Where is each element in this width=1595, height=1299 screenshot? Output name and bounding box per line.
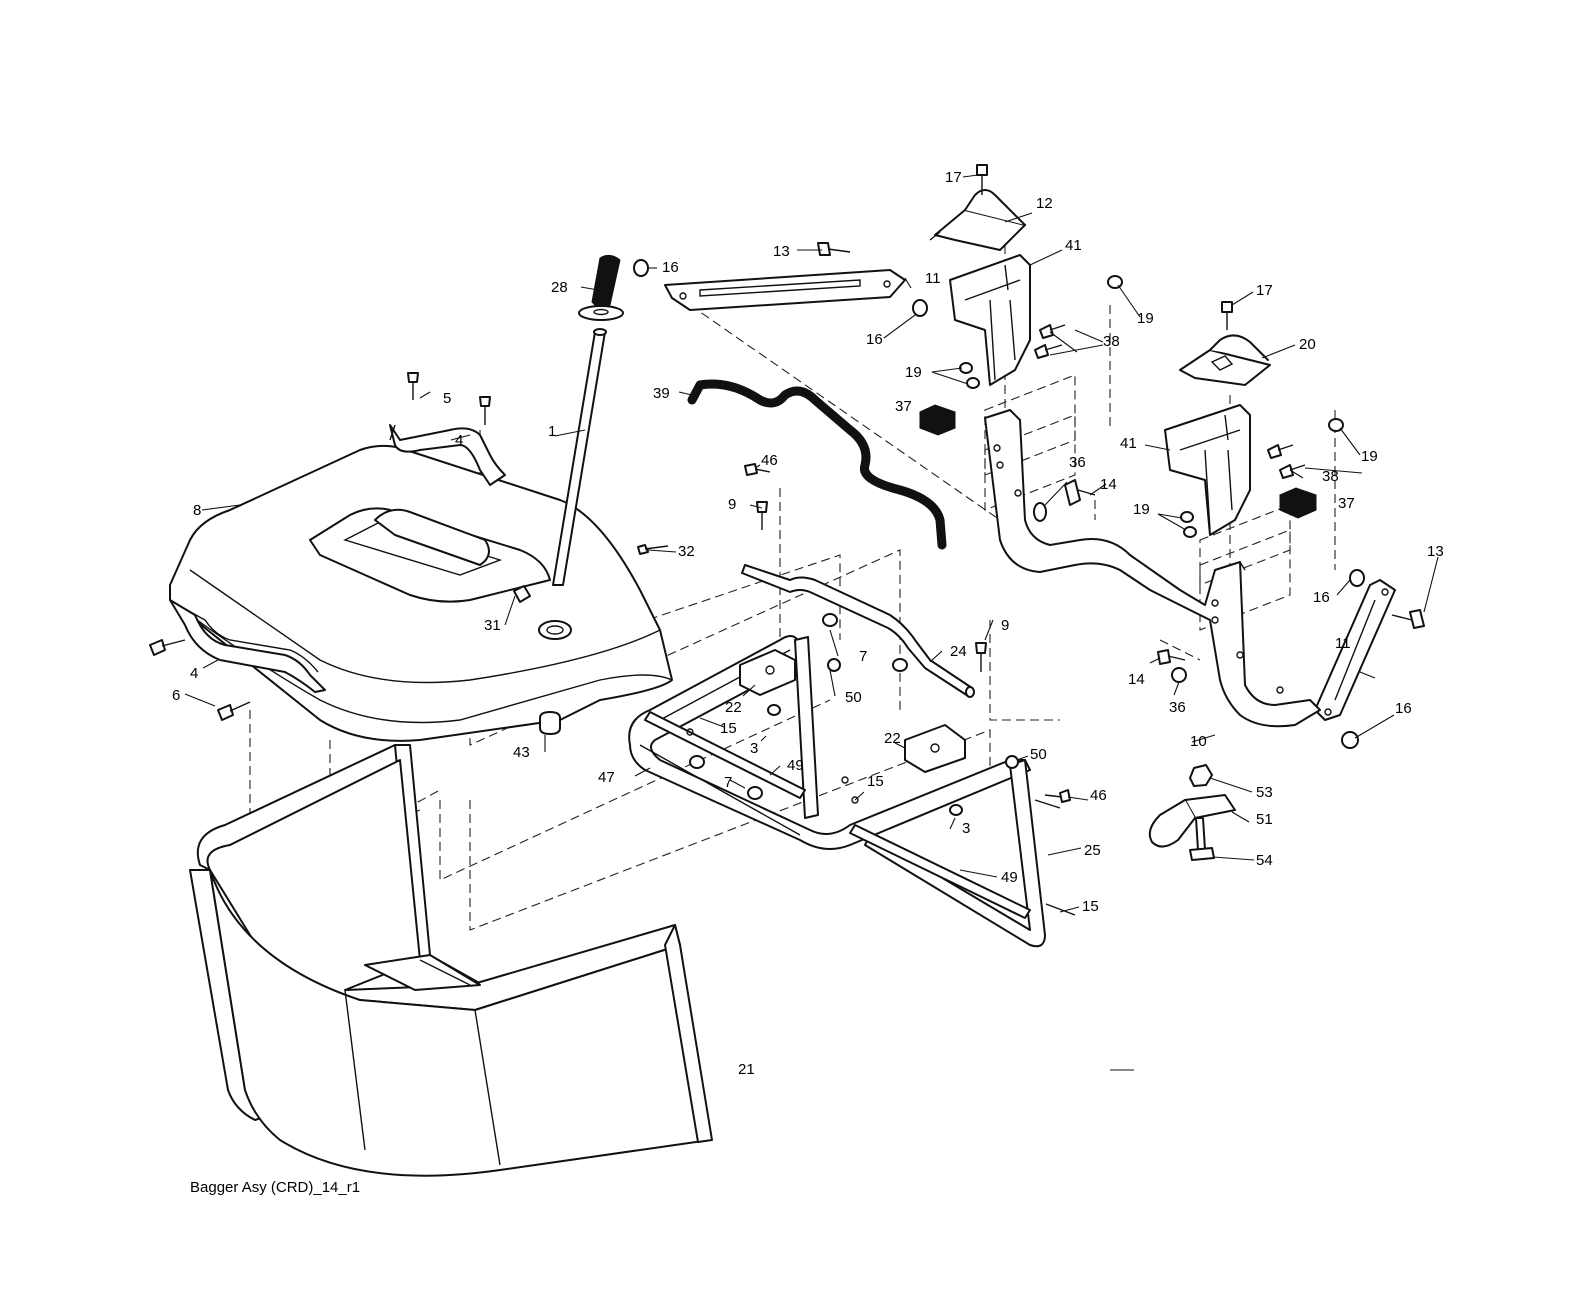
callout-38: 38 (1103, 333, 1120, 350)
callout-5: 5 (443, 390, 451, 407)
callout-16: 16 (866, 331, 883, 348)
plug-upper (919, 404, 956, 436)
callout-41: 41 (1065, 237, 1082, 254)
callout-49: 49 (1001, 869, 1018, 886)
latch-assembly (1148, 764, 1236, 861)
callout-39: 39 (653, 385, 670, 402)
callout-11: 11 (1335, 635, 1351, 652)
callout-16: 16 (662, 259, 679, 276)
support-strap-upper (664, 269, 906, 311)
callout-43: 43 (513, 744, 530, 761)
diagram-caption: Bagger Asy (CRD)_14_r1 (190, 1179, 360, 1196)
callout-38: 38 (1322, 468, 1339, 485)
cover-handle-top (389, 424, 506, 486)
callout-49: 49 (787, 757, 804, 774)
callout-46: 46 (761, 452, 778, 469)
callout-17: 17 (1256, 282, 1273, 299)
latch-plate-20 (1179, 334, 1271, 386)
mount-plate-upper (949, 254, 1031, 386)
callout-31: 31 (484, 617, 501, 634)
callout-9: 9 (728, 496, 736, 513)
bag-tube-pole (552, 328, 607, 586)
callout-8: 8 (193, 502, 201, 519)
callout-36: 36 (1069, 454, 1086, 471)
callout-37: 37 (895, 398, 912, 415)
bracket-right (904, 724, 966, 773)
callout-25: 25 (1084, 842, 1101, 859)
cover-handle-side (169, 599, 326, 693)
callout-47: 47 (598, 769, 615, 786)
callout-36: 36 (1169, 699, 1186, 716)
callout-50: 50 (1030, 746, 1047, 763)
callout-50: 50 (845, 689, 862, 706)
callout-21: 21 (738, 1061, 755, 1078)
callout-13: 13 (1427, 543, 1444, 560)
latch-plate-12 (929, 189, 1026, 251)
callout-19: 19 (1137, 310, 1154, 327)
hardware (149, 164, 1425, 916)
callout-17: 17 (945, 169, 962, 186)
callout-11: 11 (925, 270, 941, 287)
cord (687, 379, 947, 550)
callout-4: 4 (190, 665, 198, 682)
callout-3: 3 (962, 820, 970, 837)
support-strap-lower (1314, 579, 1396, 721)
bagger-cover (169, 444, 673, 742)
mount-bracket-right (984, 409, 1321, 728)
callout-53: 53 (1256, 784, 1273, 801)
grip (578, 254, 624, 321)
callout-37: 37 (1338, 495, 1355, 512)
callout-54: 54 (1256, 852, 1273, 869)
callout-19: 19 (1133, 501, 1150, 518)
bracket-left (739, 649, 796, 696)
callout-19: 19 (905, 364, 922, 381)
callout-1: 1 (548, 423, 556, 440)
callout-15: 15 (867, 773, 884, 790)
callout-20: 20 (1299, 336, 1316, 353)
callout-9: 9 (1001, 617, 1009, 634)
callout-15: 15 (1082, 898, 1099, 915)
callout-51: 51 (1256, 811, 1273, 828)
callout-labels: 1 3 3 4 4 5 6 7 7 8 9 9 10 11 11 12 13 1… (172, 169, 1444, 1078)
leader-lines (184, 174, 1439, 1071)
plug-lower (1279, 487, 1317, 519)
mount-plate-lower (1164, 404, 1251, 536)
rod (741, 564, 975, 698)
callout-16: 16 (1395, 700, 1412, 717)
callout-13: 13 (773, 243, 790, 260)
callout-22: 22 (884, 730, 901, 747)
callout-14: 14 (1100, 476, 1117, 493)
callout-28: 28 (551, 279, 568, 296)
bag-strip-lower (849, 824, 1031, 919)
callout-32: 32 (678, 543, 695, 560)
frame-tube (628, 635, 1031, 850)
callout-7: 7 (859, 648, 867, 665)
callout-3: 3 (750, 740, 758, 757)
callout-6: 6 (172, 687, 180, 704)
callout-15: 15 (720, 720, 737, 737)
callout-16: 16 (1313, 589, 1330, 606)
callout-10: 10 (1190, 733, 1207, 750)
callout-41: 41 (1120, 435, 1137, 452)
callout-22: 22 (725, 699, 742, 716)
callout-14: 14 (1128, 671, 1145, 688)
bag-strip-upper (644, 711, 806, 799)
callout-4: 4 (455, 432, 463, 449)
callout-24: 24 (950, 643, 967, 660)
callout-12: 12 (1036, 195, 1053, 212)
callout-46: 46 (1090, 787, 1107, 804)
callout-7: 7 (724, 774, 732, 791)
bag-assembly (189, 744, 713, 1177)
callout-19: 19 (1361, 448, 1378, 465)
